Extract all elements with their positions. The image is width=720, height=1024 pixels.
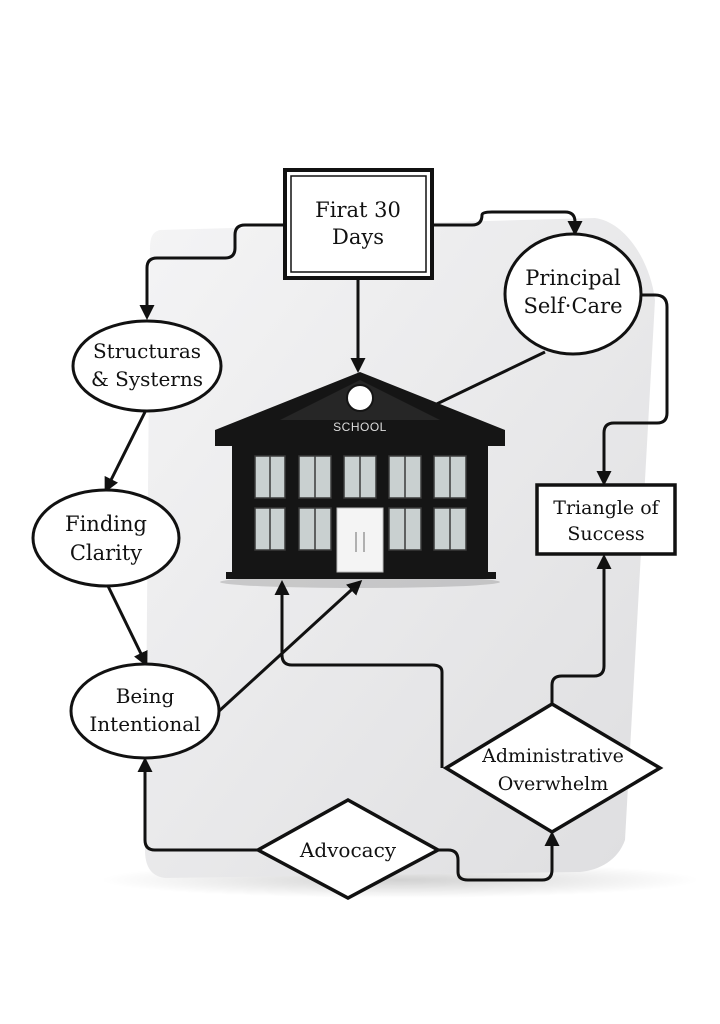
node-finding-clarity-line1: Finding	[65, 512, 147, 536]
edge-advocacy-to-intentional	[137, 757, 258, 852]
school-door	[336, 507, 384, 573]
node-being-intentional: Being Intentional	[69, 662, 221, 760]
node-first-30-days: Firat 30 Days	[283, 168, 434, 280]
edge-loop-to-school	[274, 580, 444, 768]
school-building-icon: SCHOOL	[215, 372, 505, 588]
edge-first30-to-selfcare	[432, 210, 583, 236]
edge-selfcare-to-triangle	[596, 293, 669, 486]
edge-clarity-to-intentional	[106, 585, 148, 667]
node-administrative-overwhelm: Administrative Overwhelm	[442, 701, 664, 835]
node-finding-clarity-line2: Clarity	[70, 541, 142, 565]
node-advocacy-label: Advocacy	[299, 838, 397, 862]
node-advocacy: Advocacy	[254, 797, 442, 900]
edge-overwhelm-to-triangle	[550, 554, 612, 704]
node-first-30-days-line1: Firat 30	[315, 198, 401, 222]
edge-selfcare-to-school	[417, 350, 546, 414]
school-sign: SCHOOL	[333, 420, 387, 434]
edge-intentional-to-school	[216, 579, 363, 714]
node-first-30-days-line2: Days	[332, 225, 384, 249]
node-principal-self-care: Principal Self·Care	[503, 232, 643, 356]
node-finding-clarity: Finding Clarity	[31, 488, 181, 588]
pediment-clock	[346, 384, 374, 412]
node-triangle-of-success: Triangle of Success	[535, 483, 677, 556]
node-triangle-of-success-line2: Success	[567, 523, 644, 545]
node-administrative-overwhelm-line1: Administrative	[481, 745, 624, 767]
node-administrative-overwhelm-line2: Overwhelm	[498, 773, 608, 795]
edge-first30-to-structures	[139, 223, 285, 320]
edge-structures-to-clarity	[104, 411, 147, 493]
edge-advocacy-to-overwhelm	[438, 831, 560, 882]
node-structures-systems-line2: & Systerns	[91, 367, 203, 391]
node-structures-systems: Structuras & Systerns	[71, 319, 223, 413]
node-structures-systems-line1: Structuras	[93, 339, 201, 363]
node-triangle-of-success-line1: Triangle of	[553, 497, 660, 519]
node-being-intentional-line1: Being	[116, 684, 175, 708]
node-being-intentional-line2: Intentional	[89, 712, 200, 736]
node-principal-self-care-line1: Principal	[525, 266, 621, 290]
node-principal-self-care-line2: Self·Care	[523, 294, 622, 318]
connectors	[104, 210, 669, 882]
